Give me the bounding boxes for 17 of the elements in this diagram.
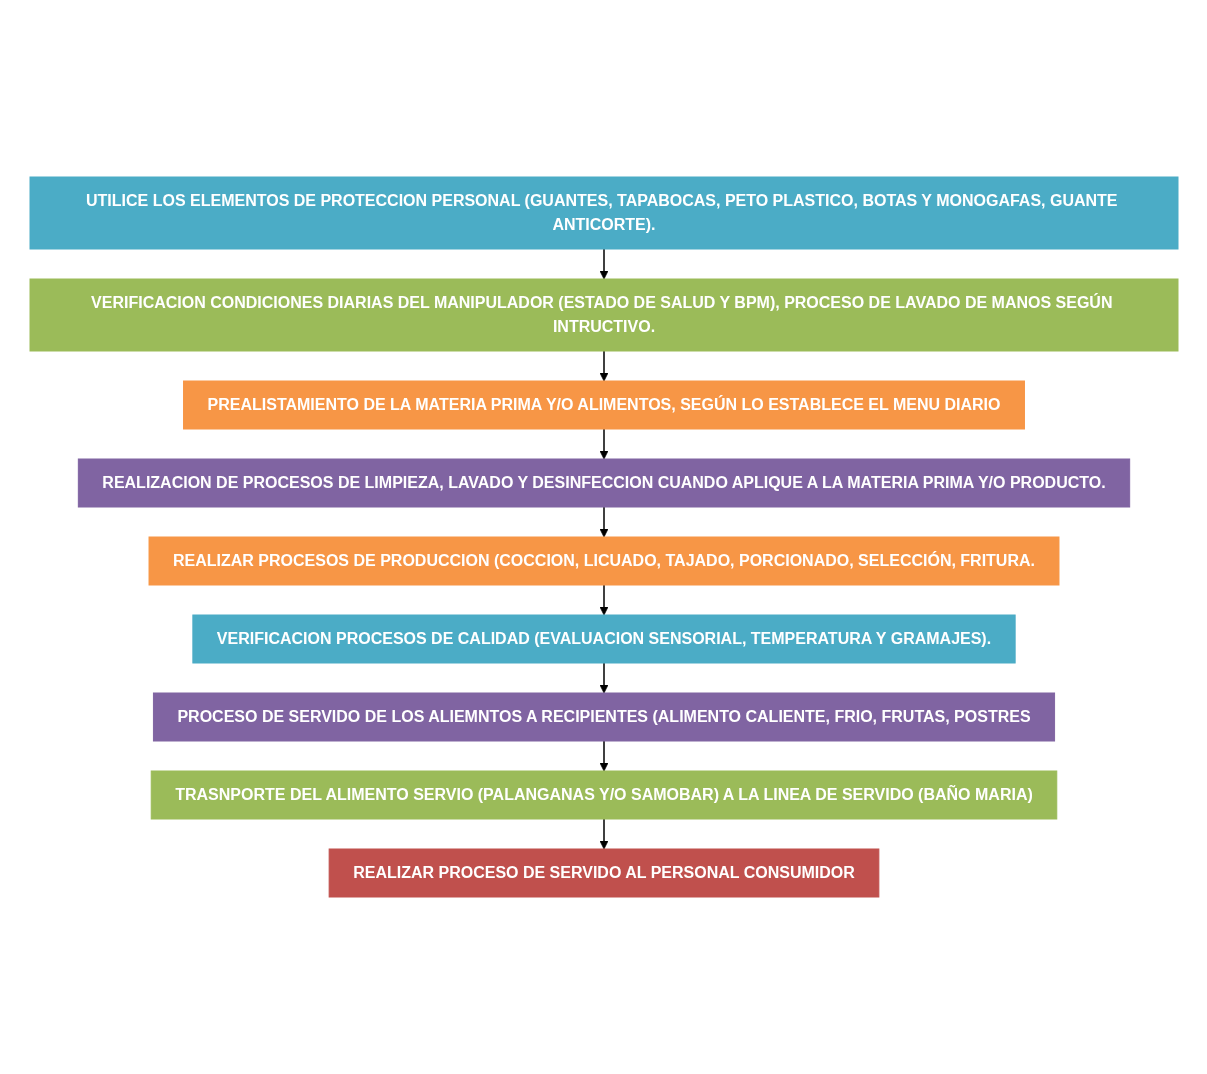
arrow <box>599 662 608 694</box>
node-box: PREALISTAMIENTO DE LA MATERIA PRIMA Y/O ALIMENTOS, SEGÚN LO ESTABLECE EL MENU DIARIO <box>182 380 1025 430</box>
node-box: TRASNPORTE DEL ALIMENTO SERVIO (PALANGANAS Y/O SAMOBAR) A LA LINEA DE SERVIDO (BAÑO MARIA) <box>150 770 1057 820</box>
node-box: REALIZAR PROCESOS DE PRODUCCION (COCCION, LICUADO, TAJADO, PORCIONADO, SELECCIÓN, FRITURA. <box>148 536 1059 586</box>
arrow <box>599 584 608 616</box>
node-box: REALIZAR PROCESO DE SERVIDO AL PERSONAL CONSUMIDOR <box>328 848 879 898</box>
node-box: REALIZACION DE PROCESOS DE LIMPIEZA, LAVADO Y DESINFECCION CUANDO APLIQUE A LA MATERIA PRIMA Y/O PRODUCTO. <box>77 458 1130 508</box>
node-box: UTILICE LOS ELEMENTOS DE PROTECCION PERSONAL (GUANTES, TAPABOCAS, PETO PLASTICO, BOTAS Y MONOGAFAS, GUANTE ANTICORTE). <box>29 176 1178 250</box>
node-box: PROCESO DE SERVIDO DE LOS ALIEMNTOS A RECIPIENTES (ALIMENTO CALIENTE, FRIO, FRUTAS, POSTRES <box>152 692 1055 742</box>
arrow <box>599 248 608 280</box>
arrow <box>599 506 608 538</box>
node-box: VERIFICACION PROCESOS DE CALIDAD (EVALUACION SENSORIAL, TEMPERATURA Y GRAMAJES). <box>191 614 1016 664</box>
node-box: VERIFICACION CONDICIONES DIARIAS DEL MANIPULADOR (ESTADO DE SALUD Y BPM), PROCESO DE LAVADO DE MANOS SEGÚN INTRUCTIVO. <box>29 278 1178 352</box>
arrow <box>599 428 608 460</box>
arrow <box>599 350 608 382</box>
arrow <box>599 818 608 850</box>
arrow <box>599 740 608 772</box>
